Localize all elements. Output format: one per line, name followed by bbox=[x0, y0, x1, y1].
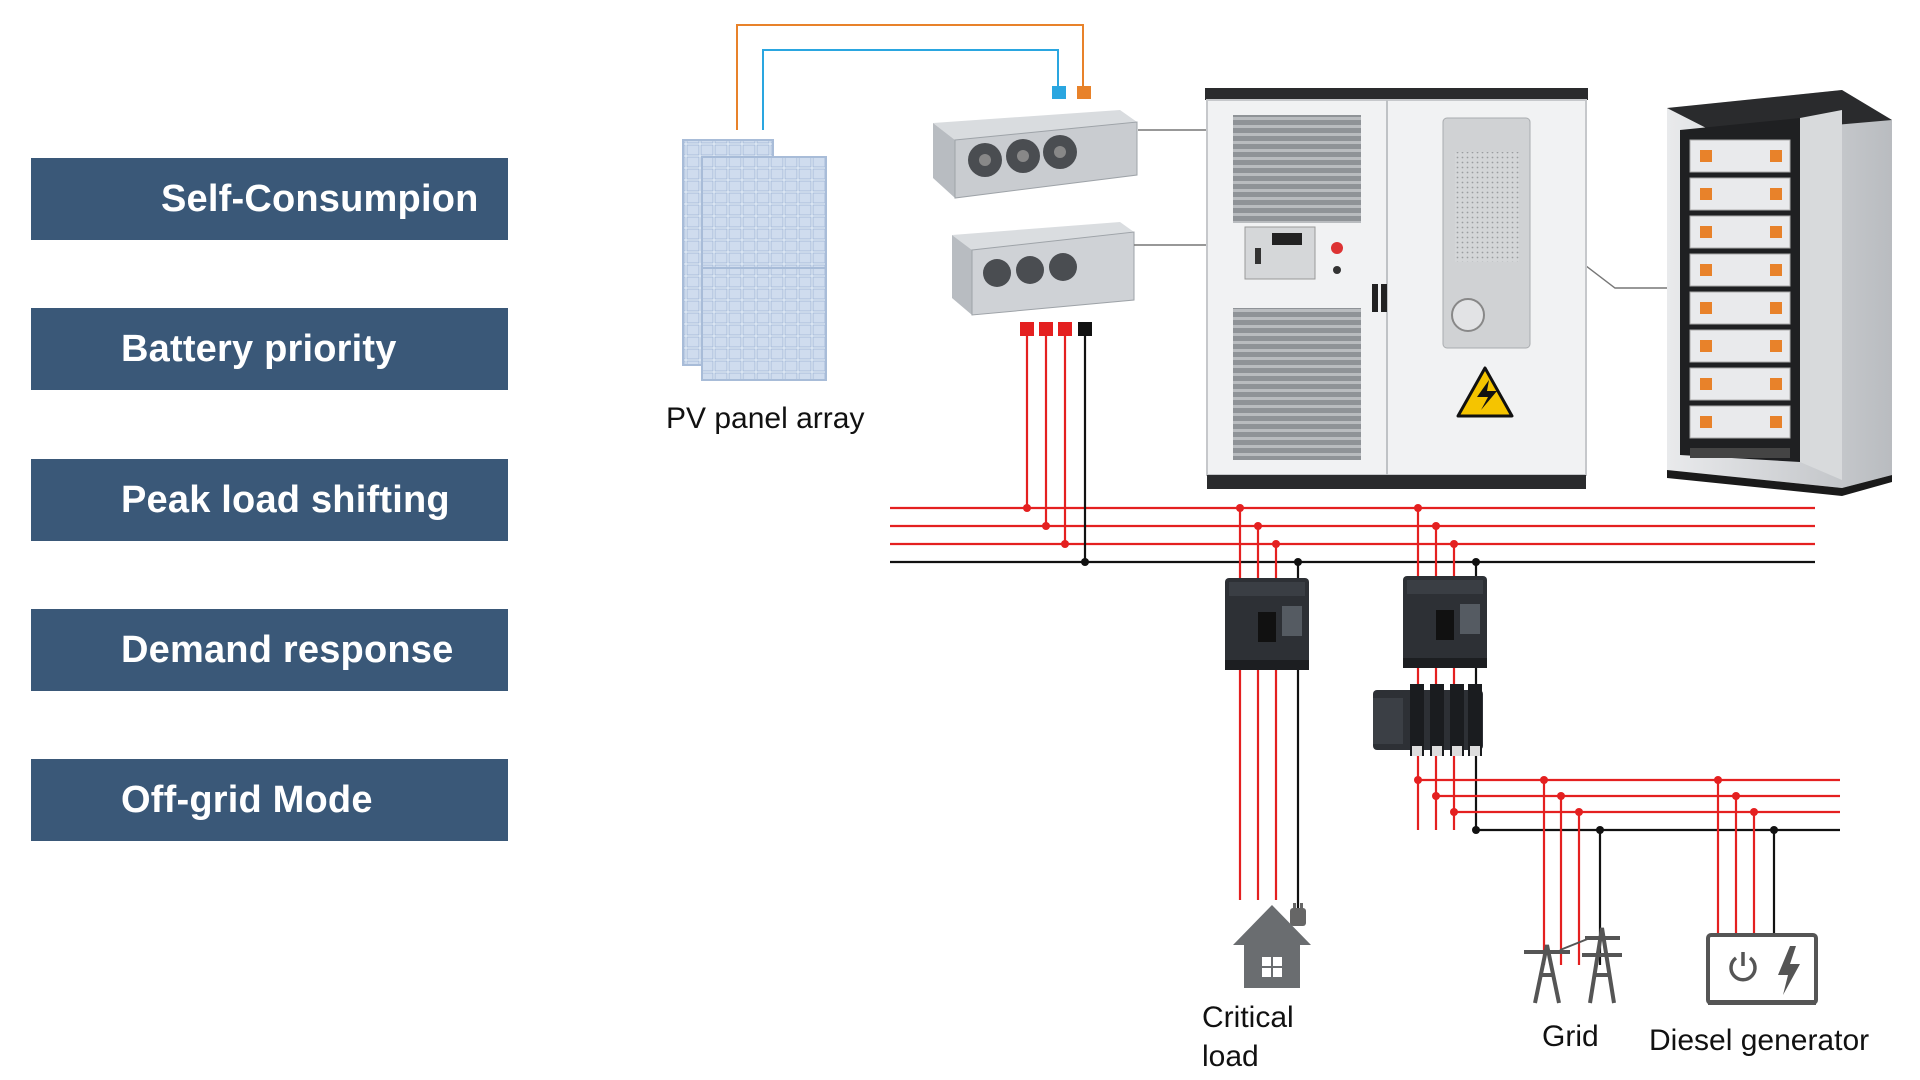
mode-button-label: Self-Consumpion bbox=[161, 177, 479, 220]
mode-button-self-consumption[interactable]: Self-Consumpion bbox=[31, 158, 508, 240]
diesel-generator-label: Diesel generator bbox=[1649, 1024, 1870, 1057]
battery-connector bbox=[1700, 416, 1712, 428]
battery-controller bbox=[1690, 448, 1790, 458]
battery-connector bbox=[1700, 226, 1712, 238]
battery-connector bbox=[1770, 150, 1782, 162]
mode-button-demand-response[interactable]: Demand response bbox=[31, 609, 508, 691]
junction-dots bbox=[1023, 504, 1778, 834]
inverter-icon bbox=[933, 110, 1138, 199]
battery-connector bbox=[1700, 264, 1712, 276]
critical-load-label-line2: load bbox=[1202, 1040, 1259, 1073]
battery-connector bbox=[1770, 416, 1782, 428]
dc-wires bbox=[736, 24, 1084, 130]
ac-terminals bbox=[1020, 322, 1092, 336]
battery-connector bbox=[1770, 264, 1782, 276]
battery-connector bbox=[1770, 302, 1782, 314]
mode-button-label: Demand response bbox=[121, 628, 454, 671]
battery-connector bbox=[1700, 340, 1712, 352]
transmission-tower-icon bbox=[1524, 927, 1622, 1004]
battery-connector bbox=[1700, 188, 1712, 200]
mode-button-battery-priority[interactable]: Battery priority bbox=[31, 308, 508, 390]
pv-array-label: PV panel array bbox=[666, 402, 865, 435]
mode-button-label: Off-grid Mode bbox=[121, 778, 373, 821]
cabinet-icon bbox=[1205, 88, 1588, 489]
battery-connector bbox=[1770, 340, 1782, 352]
grid-feeders bbox=[1416, 508, 1478, 830]
mode-button-peak-load-shifting[interactable]: Peak load shifting bbox=[31, 459, 508, 541]
ac-busbar bbox=[890, 506, 1815, 564]
mode-button-label: Battery priority bbox=[121, 327, 397, 370]
critical-load-feeders bbox=[1238, 508, 1300, 910]
battery-connector bbox=[1770, 188, 1782, 200]
solar-panel-icon bbox=[682, 139, 827, 381]
breaker-icon bbox=[1225, 578, 1309, 670]
battery-connector bbox=[1700, 302, 1712, 314]
grid-label: Grid bbox=[1542, 1020, 1599, 1053]
high-voltage-warning-icon bbox=[1456, 366, 1514, 418]
house-icon bbox=[1233, 905, 1311, 988]
mode-button-off-grid[interactable]: Off-grid Mode bbox=[31, 759, 508, 841]
mode-button-label: Peak load shifting bbox=[121, 478, 450, 521]
battery-connector bbox=[1700, 378, 1712, 390]
battery-connector bbox=[1770, 378, 1782, 390]
breaker-icon bbox=[1403, 576, 1487, 668]
battery-connector bbox=[1770, 226, 1782, 238]
critical-load-label-line1: Critical bbox=[1202, 1001, 1294, 1034]
dc-terminal-orange bbox=[1077, 86, 1091, 99]
plug-icon bbox=[1290, 903, 1306, 926]
inverter-icon bbox=[952, 222, 1135, 316]
inverter-drops bbox=[1025, 336, 1087, 562]
battery-connector bbox=[1700, 150, 1712, 162]
transfer-switch-icon bbox=[1373, 684, 1483, 756]
battery-rack-icon bbox=[1667, 90, 1892, 496]
generator-icon bbox=[1706, 933, 1818, 1005]
lower-busbar bbox=[1418, 778, 1840, 832]
dc-terminal-blue bbox=[1052, 86, 1066, 99]
